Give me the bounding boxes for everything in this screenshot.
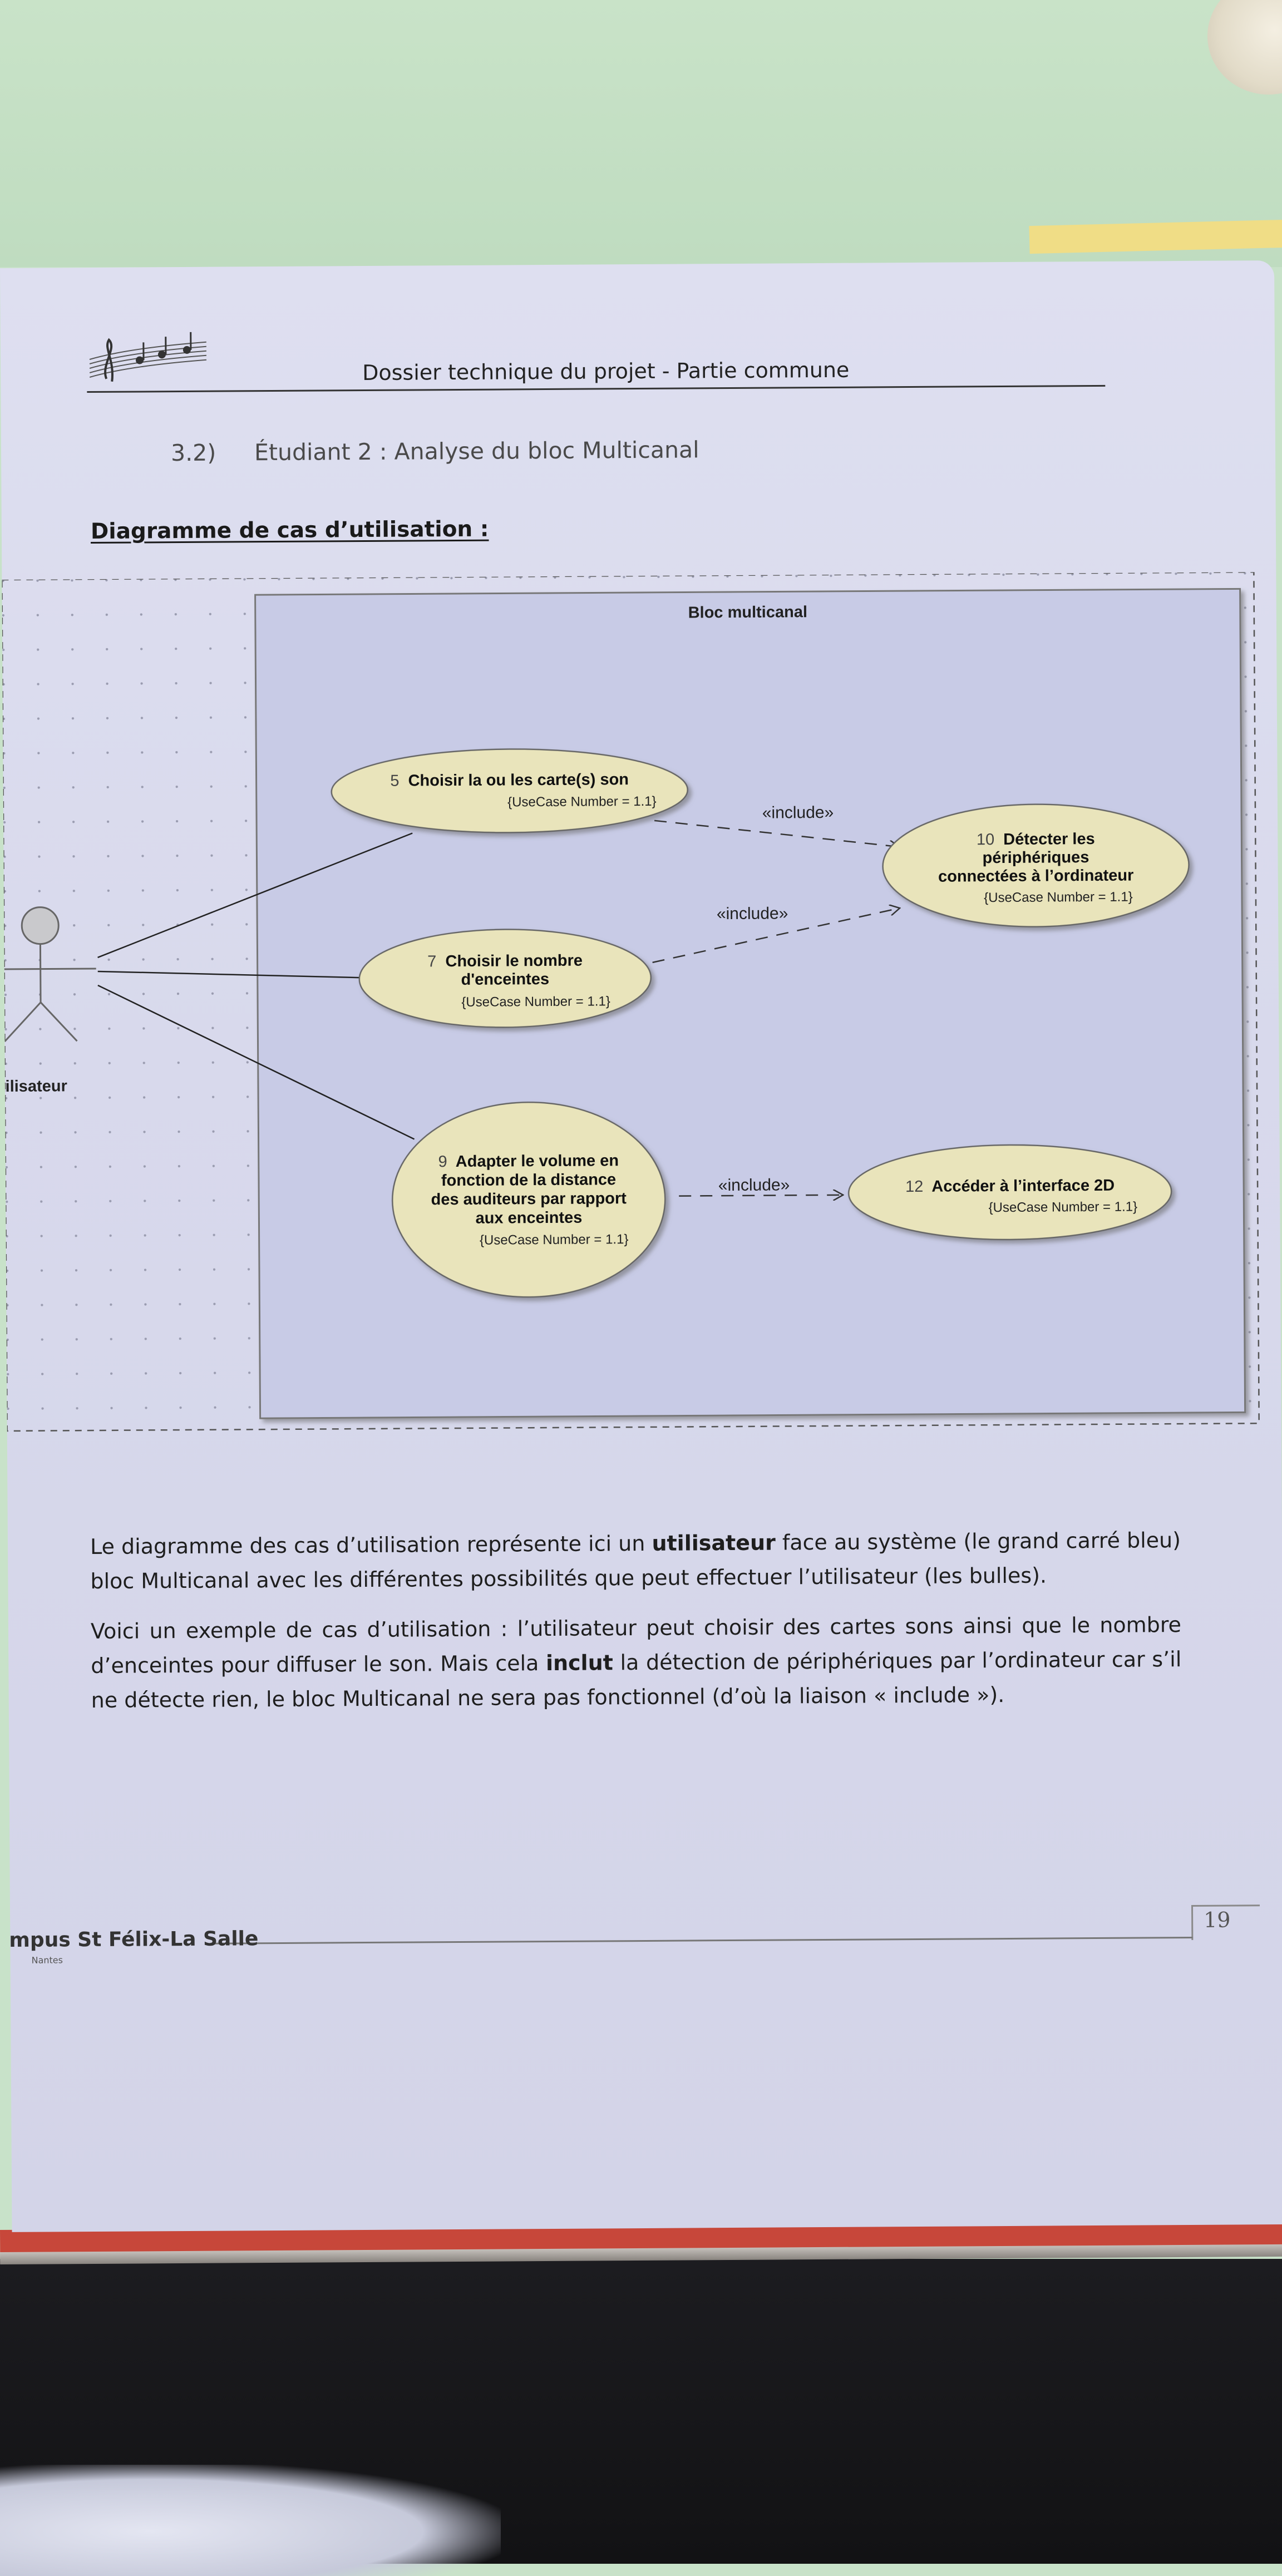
footer-school-name: mpus St Félix-La Salle <box>9 1927 258 1952</box>
uc7-tag: {UseCase Number = 1.1} <box>461 994 610 1010</box>
uc10-line-1: Détecter les <box>1003 830 1095 848</box>
use-case-12: 12 Accéder à l’interface 2D {UseCase Num… <box>849 1144 1172 1241</box>
uc7-line-1: Choisir le nombre <box>445 952 583 971</box>
section-title: Étudiant 2 : Analyse du bloc Multicanal <box>254 436 699 466</box>
music-staff-logo-icon <box>84 325 213 387</box>
actor-label: Utilisateur <box>2 1077 67 1095</box>
uc9-line-4: aux enceintes <box>475 1209 582 1227</box>
uc10-number: 10 <box>977 831 994 848</box>
p1-text-before: Le diagramme des cas d’utilisation repré… <box>90 1531 652 1559</box>
uc10-tag: {UseCase Number = 1.1} <box>984 890 1133 906</box>
uc9-line-3: des auditeurs par rapport <box>431 1190 627 1208</box>
section-number: 3.2) <box>171 440 216 466</box>
footer-rule <box>210 1937 1192 1945</box>
uc7-number: 7 <box>427 953 436 970</box>
paragraph-2: Voici un exemple de cas d’utilisation : … <box>91 1607 1182 1718</box>
uc9-number: 9 <box>438 1153 447 1171</box>
include-label-1: «include» <box>762 803 834 822</box>
document-page: Dossier technique du projet - Partie com… <box>0 260 1282 2232</box>
include-label-2: «include» <box>717 904 788 923</box>
header-title: Dossier technique du projet - Partie com… <box>362 358 849 385</box>
svg-text:9 Adapter le volum: 9 Adapter le volume en <box>438 1152 619 1171</box>
uc5-title: Choisir la ou les carte(s) son <box>408 771 629 789</box>
svg-text:12 Accéder à l’int: 12 Accéder à l’interface 2D <box>905 1177 1115 1196</box>
footer-city: Nantes <box>32 1955 63 1965</box>
p1-bold: utilisateur <box>652 1531 776 1556</box>
diagram-heading: Diagramme de cas d’utilisation : <box>91 517 489 544</box>
uc12-tag: {UseCase Number = 1.1} <box>989 1200 1138 1216</box>
use-case-diagram: Bloc multicanal Utilisateur «include» «i… <box>2 572 1281 1453</box>
svg-text:5 Choisir la ou le: 5 Choisir la ou les carte(s) son <box>390 771 629 790</box>
svg-text:10 Détecter les: 10 Détecter les <box>977 830 1095 848</box>
uc5-number: 5 <box>390 772 399 790</box>
white-cloth <box>0 2465 501 2576</box>
uc9-tag: {UseCase Number = 1.1} <box>480 1232 629 1248</box>
uc10-line-2: périphériques <box>983 848 1089 867</box>
use-case-10: 10 Détecter les périphériques connectées… <box>882 803 1189 927</box>
header-rule <box>87 385 1105 393</box>
use-case-9: 9 Adapter le volume en fonction de la di… <box>392 1102 665 1298</box>
svg-text:7 Choisir le nombr: 7 Choisir le nombre <box>427 952 583 971</box>
uc10-line-3: connectées à l’ordinateur <box>938 867 1134 886</box>
uc7-line-2: d'enceintes <box>461 970 550 989</box>
include-label-3: «include» <box>718 1176 790 1195</box>
uc12-number: 12 <box>905 1178 923 1196</box>
uc12-title: Accéder à l’interface 2D <box>931 1177 1115 1196</box>
uc9-line-2: fonction de la distance <box>441 1171 616 1190</box>
uc9-line-1: Adapter le volume en <box>456 1152 619 1171</box>
p2-bold: inclut <box>546 1650 613 1675</box>
page-number: 19 <box>1204 1908 1231 1932</box>
uc5-tag: {UseCase Number = 1.1} <box>507 794 657 810</box>
system-title: Bloc multicanal <box>688 603 808 621</box>
use-case-diagram-svg: Bloc multicanal Utilisateur «include» «i… <box>2 572 1281 1453</box>
paragraph-1: Le diagramme des cas d’utilisation repré… <box>90 1523 1181 1598</box>
use-case-7: 7 Choisir le nombre d'enceintes {UseCase… <box>359 929 651 1028</box>
